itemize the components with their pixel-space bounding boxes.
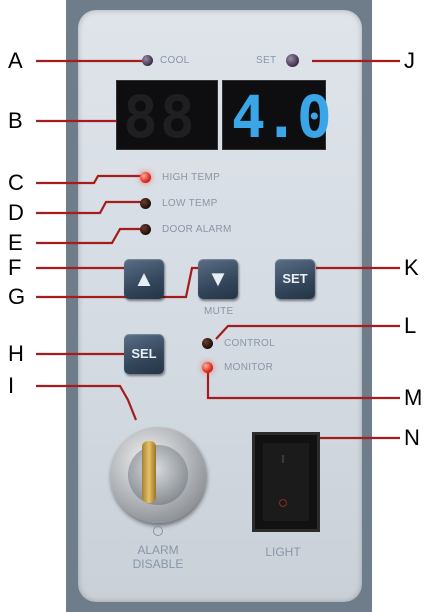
callout-i: I (8, 373, 15, 398)
callout-a: A (8, 48, 23, 73)
light-switch[interactable] (252, 432, 320, 532)
door-alarm-led (140, 224, 151, 235)
callout-m: M (404, 385, 423, 410)
low-temp-label: LOW TEMP (162, 198, 218, 209)
control-label: CONTROL (224, 338, 275, 349)
control-led (202, 338, 213, 349)
sel-button-label: SEL (131, 346, 157, 361)
key-cylinder (128, 445, 188, 505)
callout-line-m (206, 370, 400, 400)
alarm-disable-label: ALARM DISABLE (118, 543, 198, 572)
left-readout: 88 (123, 83, 197, 151)
callout-line-c (36, 174, 141, 185)
callout-e: E (8, 230, 23, 255)
switch-off-mark (279, 499, 287, 507)
set-led (286, 54, 299, 67)
key-position-indicator (153, 526, 163, 536)
callout-n: N (404, 425, 420, 450)
mute-label: MUTE (204, 306, 234, 317)
down-mute-button[interactable]: ▼ (198, 259, 238, 299)
light-switch-rocker (263, 443, 309, 521)
right-display: 4.0 (222, 80, 332, 151)
door-alarm-label: DOOR ALARM (162, 224, 232, 235)
callout-line-e (36, 227, 141, 245)
down-arrow-icon: ▼ (207, 266, 229, 291)
high-temp-label: HIGH TEMP (162, 172, 221, 183)
set-button[interactable]: SET (275, 259, 315, 299)
callout-line-i (36, 384, 138, 421)
callout-k: K (404, 255, 419, 280)
high-temp-led (140, 172, 151, 183)
cool-led (142, 55, 153, 66)
up-button[interactable]: ▲ (124, 259, 164, 299)
callout-d: D (8, 200, 24, 225)
callout-h: H (8, 341, 24, 366)
monitor-label: MONITOR (224, 362, 274, 373)
callout-line-g (36, 266, 198, 299)
callout-line-l (215, 324, 400, 340)
monitor-led (202, 362, 213, 373)
callout-f: F (8, 255, 22, 280)
switch-on-mark (282, 455, 284, 463)
callout-l: L (404, 313, 417, 338)
light-label: LIGHT (265, 545, 301, 559)
set-label: SET (256, 55, 277, 66)
disable-label: DISABLE (132, 556, 184, 571)
callout-j: J (404, 48, 415, 73)
set-button-label: SET (282, 271, 308, 286)
sel-button[interactable]: SEL (124, 334, 164, 374)
callout-line-d (36, 200, 141, 215)
right-readout: 4.0 (231, 83, 332, 151)
alarm-disable-key-switch[interactable] (110, 427, 206, 523)
low-temp-led (140, 198, 151, 209)
callout-b: B (8, 108, 23, 133)
callout-c: C (8, 170, 24, 195)
alarm-label: ALARM (137, 543, 179, 557)
cool-label: COOL (160, 55, 190, 66)
callout-g: G (8, 284, 26, 309)
left-display: 88 (116, 80, 218, 151)
up-arrow-icon: ▲ (133, 266, 155, 291)
key-icon (142, 441, 156, 503)
